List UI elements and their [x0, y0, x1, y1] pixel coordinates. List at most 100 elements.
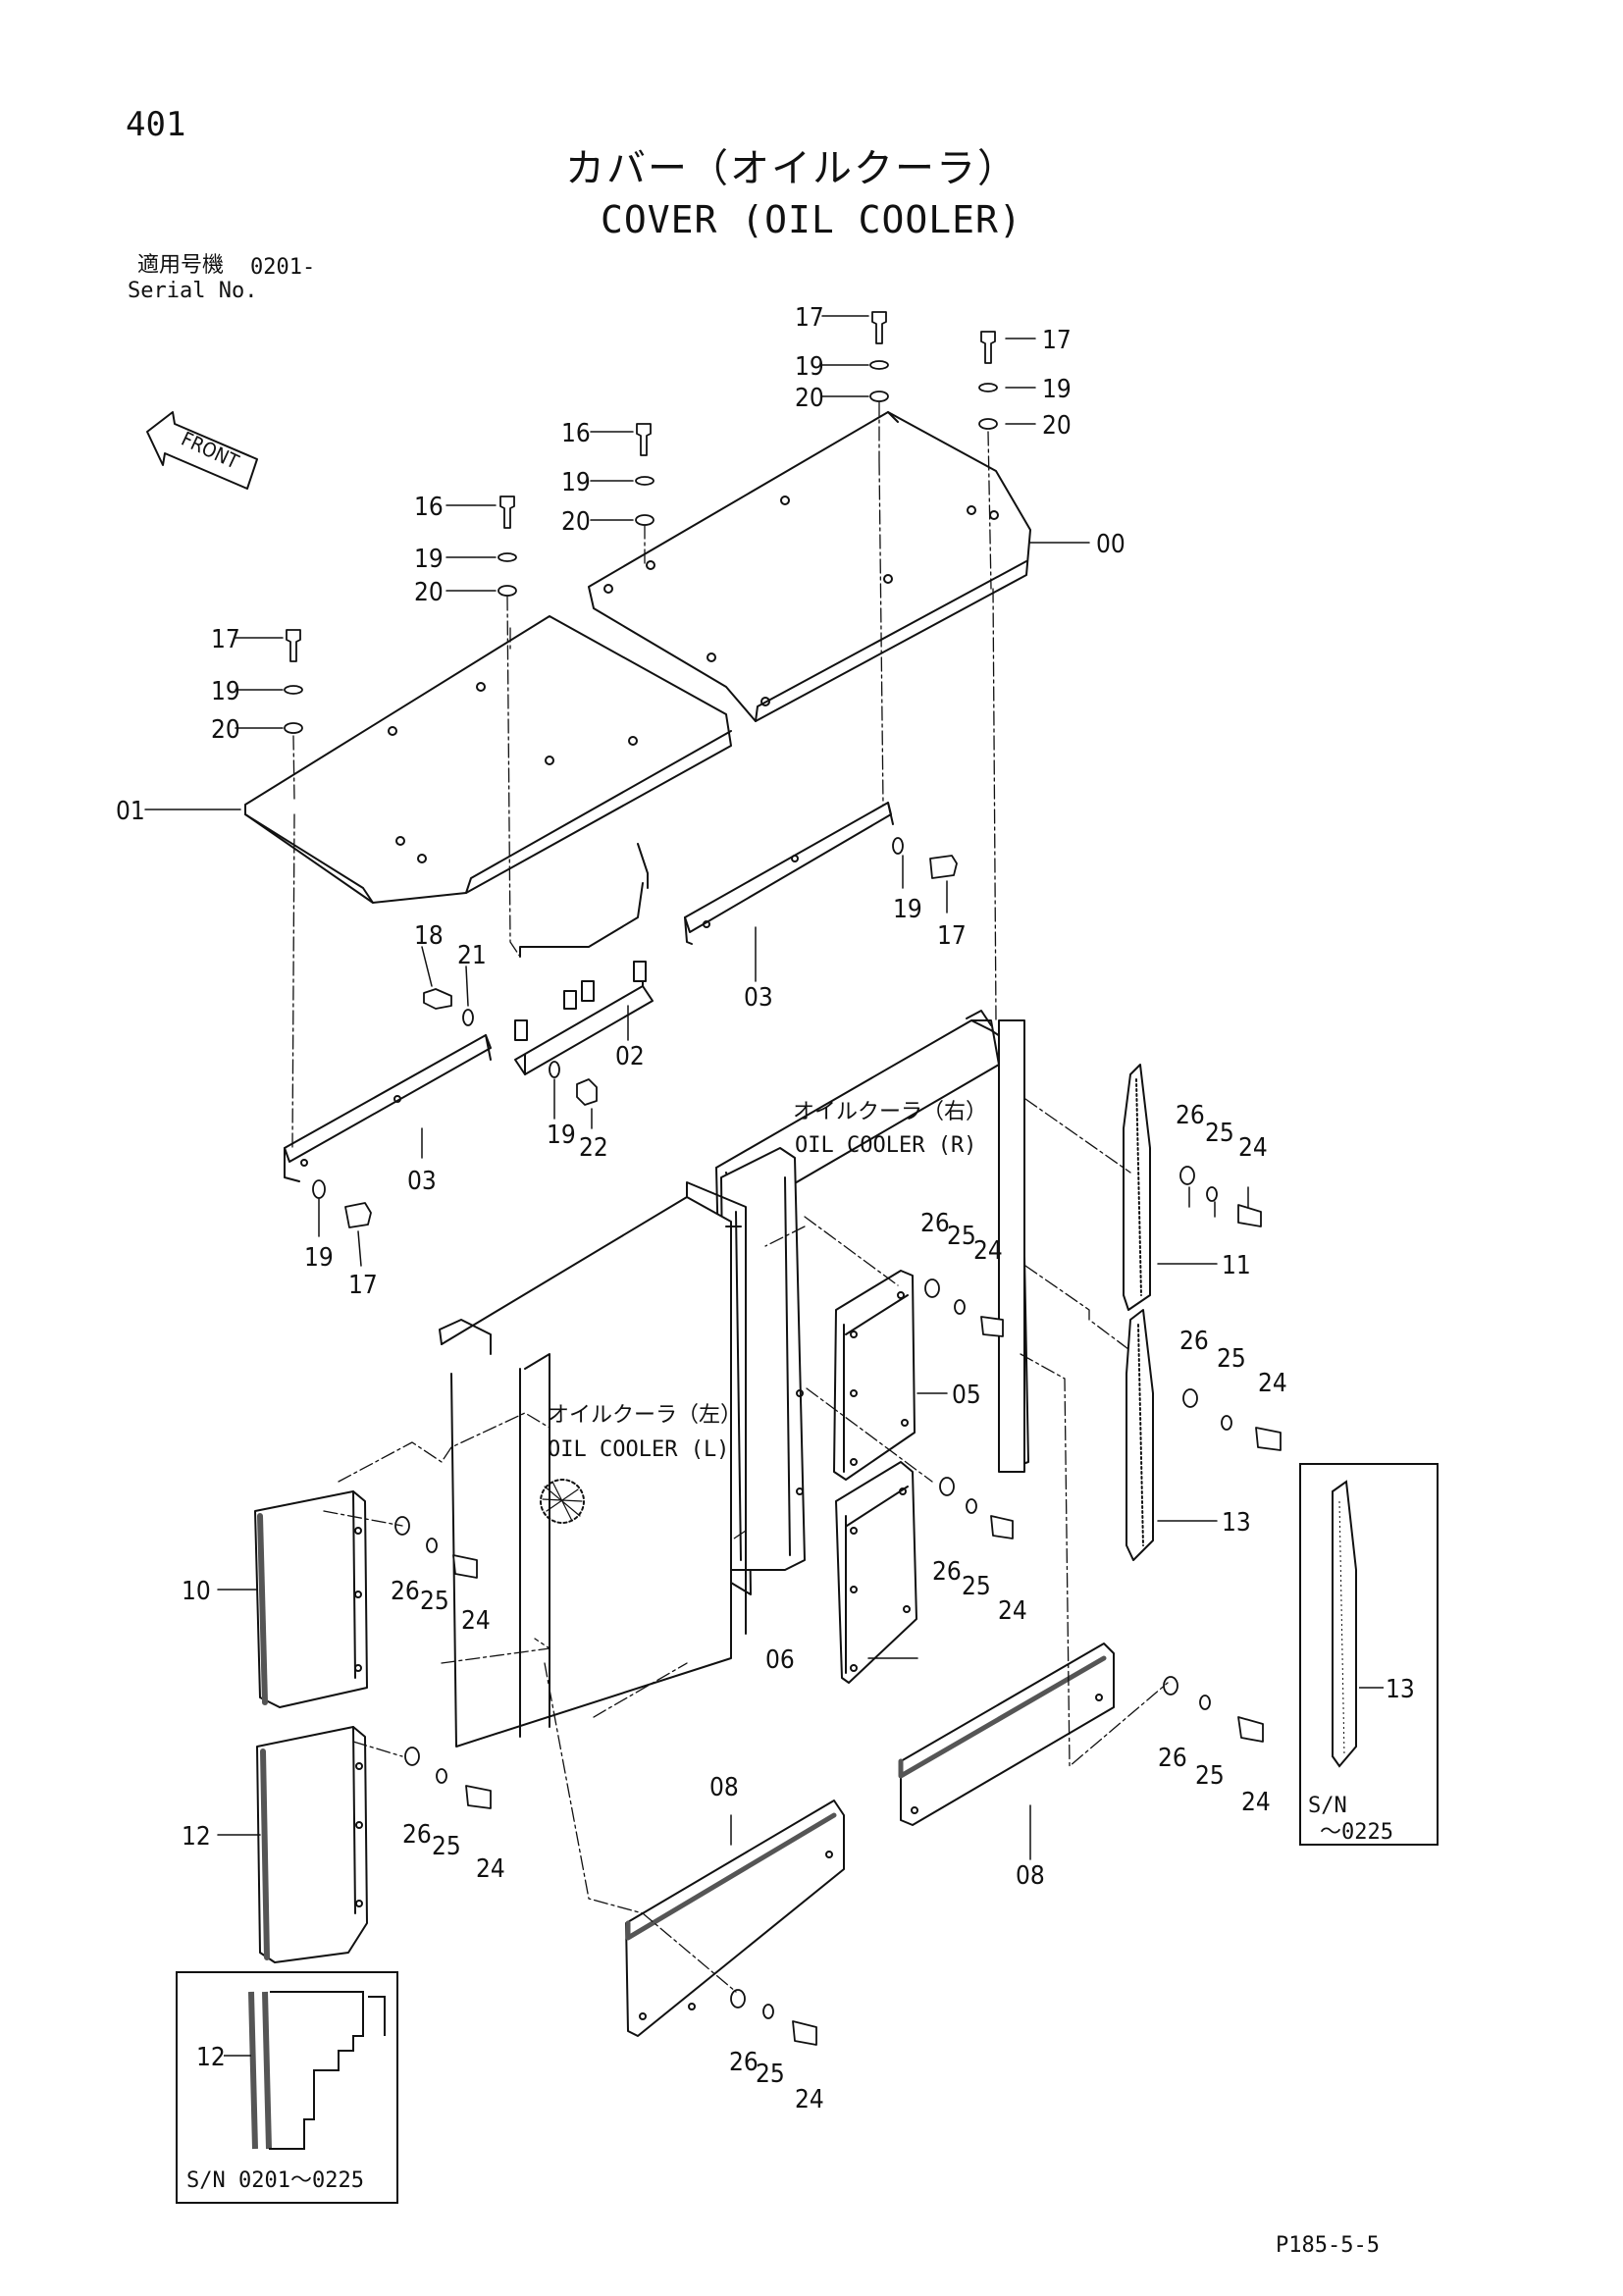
seal-strip-part-11	[1123, 1064, 1151, 1311]
label-20: 20	[561, 507, 591, 537]
label-01: 01	[116, 797, 145, 826]
label-24: 24	[998, 1596, 1027, 1626]
plate-part-05	[833, 1270, 916, 1481]
fasteners	[284, 311, 1282, 2046]
page-number: 401	[126, 105, 186, 144]
label-19: 19	[211, 677, 240, 706]
label-25: 25	[1205, 1119, 1234, 1148]
inset-left-sn: S/N 0201～0225	[186, 2168, 364, 2193]
oil-cooler-left-en: OIL COOLER (L)	[548, 1437, 730, 1462]
label-19: 19	[304, 1243, 334, 1273]
serial-range: 0201-	[250, 255, 316, 280]
oil-cooler-right-en: OIL COOLER (R)	[795, 1133, 977, 1158]
label-25: 25	[947, 1222, 976, 1251]
label-24: 24	[795, 2085, 824, 2114]
part-number-labels: 17 19 20 17 19 20 16 19 20 16 19 20 17 1…	[116, 303, 1287, 2114]
label-18: 18	[414, 921, 444, 951]
oil-cooler-right-core	[720, 1147, 806, 1571]
label-20: 20	[1042, 411, 1072, 441]
cover-part-10	[254, 1490, 368, 1708]
label-24: 24	[1238, 1133, 1268, 1163]
label-16: 16	[561, 419, 591, 448]
plate-part-06	[835, 1461, 917, 1684]
front-arrow-icon: FRONT	[146, 411, 258, 490]
serial-label-japanese: 適用号機	[137, 253, 225, 278]
inset-right-sn-range: ～0225	[1320, 1820, 1393, 1845]
label-08: 08	[1016, 1861, 1045, 1891]
label-17: 17	[1042, 326, 1072, 355]
cover-part-01	[244, 615, 732, 904]
label-16: 16	[414, 493, 444, 522]
label-17: 17	[795, 303, 824, 333]
label-24: 24	[461, 1606, 491, 1636]
label-19: 19	[414, 545, 444, 574]
inset-box-right: 13	[1299, 1463, 1439, 1846]
label-13: 13	[1222, 1508, 1251, 1538]
label-17: 17	[348, 1271, 378, 1300]
label-26: 26	[1158, 1744, 1187, 1773]
assembly-centerlines	[291, 401, 1169, 1993]
cover-part-00	[588, 411, 1031, 722]
label-12: 12	[182, 1822, 211, 1852]
label-02: 02	[615, 1042, 645, 1071]
label-25: 25	[962, 1572, 991, 1601]
bracket-part-02	[514, 882, 654, 1075]
label-20: 20	[795, 384, 824, 413]
label-17: 17	[937, 921, 967, 951]
seal-strip-part-13	[1126, 1309, 1154, 1561]
label-26: 26	[391, 1577, 420, 1606]
oil-cooler-left-ja: オイルクーラ（左）	[548, 1403, 743, 1428]
label-20: 20	[414, 578, 444, 607]
oil-cooler-right-ja: オイルクーラ（右）	[793, 1100, 988, 1124]
label-19: 19	[893, 895, 922, 924]
label-19: 19	[547, 1121, 576, 1150]
label-25: 25	[756, 2060, 785, 2089]
label-11: 11	[1222, 1251, 1251, 1280]
label-10: 10	[182, 1577, 211, 1606]
inset-right-label-13: 13	[1386, 1675, 1415, 1704]
label-24: 24	[1258, 1369, 1287, 1398]
label-03: 03	[407, 1167, 437, 1196]
label-26: 26	[1179, 1327, 1209, 1356]
label-25: 25	[1217, 1344, 1246, 1374]
label-08: 08	[709, 1773, 739, 1802]
page-reference-code: P185-5-5	[1276, 2233, 1380, 2258]
label-24: 24	[476, 1854, 505, 1884]
label-03: 03	[744, 983, 773, 1013]
inset-right-sn-label: S/N	[1308, 1794, 1347, 1818]
label-24: 24	[973, 1236, 1003, 1266]
label-19: 19	[795, 352, 824, 382]
label-21: 21	[457, 941, 487, 970]
serial-label-english: Serial No.	[128, 279, 258, 303]
cover-part-12	[256, 1726, 368, 1963]
label-26: 26	[729, 2048, 759, 2077]
label-17: 17	[211, 625, 240, 654]
rail-part-03-left	[284, 1034, 492, 1182]
label-25: 25	[420, 1587, 449, 1616]
title-english: COVER (OIL COOLER)	[601, 198, 1022, 241]
oil-cooler-right-frame	[715, 1010, 1029, 1595]
label-26: 26	[1176, 1101, 1205, 1130]
label-22: 22	[579, 1133, 608, 1163]
inset-left-label-12: 12	[196, 2043, 226, 2072]
label-25: 25	[432, 1832, 461, 1861]
label-26: 26	[932, 1557, 962, 1587]
oil-cooler-left-frame	[439, 1181, 747, 1748]
label-26: 26	[920, 1209, 950, 1238]
inset-box-left: 12	[176, 1971, 398, 2204]
label-00: 00	[1096, 530, 1126, 559]
label-19: 19	[561, 468, 591, 497]
title-japanese: カバー（オイルクーラ）	[565, 146, 1019, 191]
label-20: 20	[211, 715, 240, 745]
rail-part-03-right	[684, 802, 894, 945]
label-26: 26	[402, 1820, 432, 1850]
leader-lines	[144, 315, 1249, 1860]
label-24: 24	[1241, 1788, 1271, 1817]
label-25: 25	[1195, 1761, 1225, 1791]
label-06: 06	[765, 1645, 795, 1675]
cover-part-08-right	[898, 1643, 1115, 1826]
cover-part-08-center	[625, 1800, 845, 2037]
label-19: 19	[1042, 375, 1072, 404]
